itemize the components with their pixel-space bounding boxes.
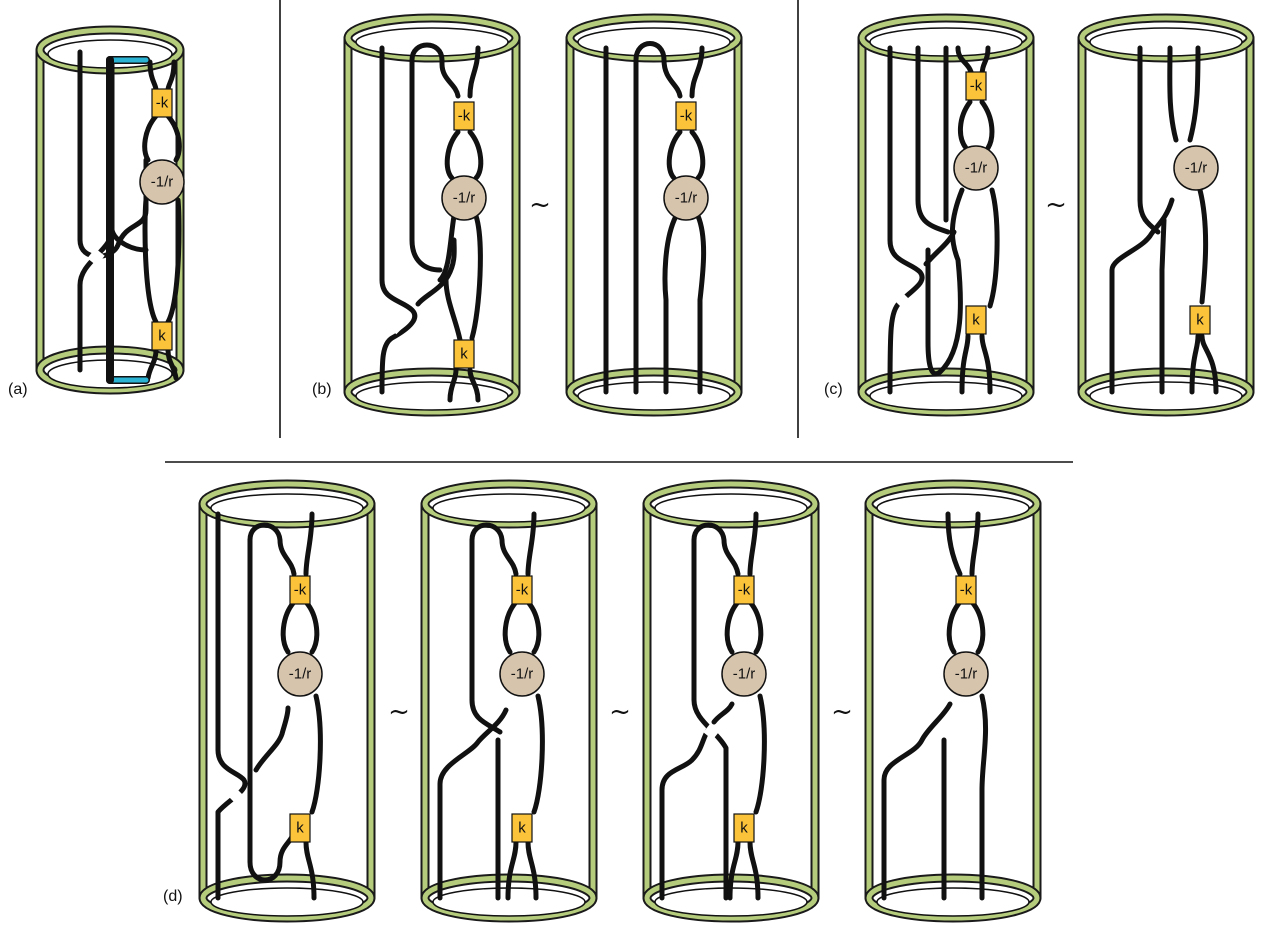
twist-box-bottom-b1-label: k bbox=[460, 346, 468, 363]
b2-s7 bbox=[698, 216, 704, 392]
twist-box-bottom-d1-label: k bbox=[296, 820, 304, 837]
rational-tangle-b1-label: -1/r bbox=[453, 190, 476, 207]
twist-box-top-d2-label: -k bbox=[516, 582, 529, 599]
twist-box-bottom-c1-label: k bbox=[972, 312, 980, 329]
bottom-inner bbox=[211, 888, 363, 916]
d-bulge-right bbox=[306, 602, 317, 652]
d3-s4 bbox=[714, 704, 732, 722]
rational-tangle-d4-label: -1/r bbox=[955, 666, 978, 683]
d-bulge-left bbox=[949, 602, 960, 652]
top-inner bbox=[1090, 28, 1242, 56]
panel-label-a: (a) bbox=[8, 381, 28, 398]
b1-bl bbox=[447, 132, 458, 178]
d-bulge-right bbox=[972, 602, 983, 652]
c2-s2 bbox=[1140, 48, 1158, 232]
d3-s1 bbox=[662, 730, 708, 898]
b2-s5 bbox=[692, 132, 703, 178]
top-inner bbox=[655, 494, 807, 522]
equivalence-d1: ~ bbox=[388, 697, 410, 727]
strand-a5 bbox=[168, 62, 174, 90]
d4-s1 bbox=[884, 704, 950, 898]
c1-s8 bbox=[982, 102, 992, 148]
b1-circ-right bbox=[472, 216, 480, 338]
cylinder-b2 bbox=[570, 18, 738, 412]
c1-s7 bbox=[960, 102, 970, 148]
rational-tangle-c1-label: -1/r bbox=[965, 160, 988, 177]
bottom-inner bbox=[877, 888, 1029, 916]
top-inner bbox=[433, 494, 585, 522]
d1-s1 bbox=[218, 514, 245, 898]
d-bulge-right bbox=[528, 602, 539, 652]
bottom-inner bbox=[578, 382, 730, 410]
d3-s2 bbox=[694, 525, 738, 574]
strand-a6 bbox=[145, 116, 156, 160]
panel-label-c: (c) bbox=[824, 381, 843, 398]
rational-tangle-d1-label: -1/r bbox=[289, 666, 312, 683]
cylinder-b1 bbox=[348, 18, 516, 412]
d1-s2 bbox=[250, 525, 294, 574]
panel-label-d: (d) bbox=[163, 888, 183, 905]
equivalence-d3: ~ bbox=[831, 697, 853, 727]
d-bulge-left bbox=[505, 602, 516, 652]
bottom-inner bbox=[356, 382, 508, 410]
strand-a8 bbox=[145, 200, 156, 322]
d-right-lower bbox=[756, 696, 764, 812]
c1-s10 bbox=[990, 190, 997, 306]
cylinder-d1 bbox=[203, 484, 371, 918]
twist-box-top-a-label: -k bbox=[156, 95, 169, 112]
twist-box-top-c1-label: -k bbox=[970, 78, 983, 95]
d-right-lower bbox=[312, 696, 320, 812]
d3-s3 bbox=[694, 540, 726, 898]
top-inner bbox=[211, 494, 363, 522]
d-right-lower bbox=[534, 696, 542, 812]
rational-tangle-c2-label: -1/r bbox=[1185, 160, 1208, 177]
tangle-labels: -k -1/r k -k -1/r k -k -1/r -k -1/r k -1/r k -k -1/r k -… bbox=[140, 72, 1218, 842]
twist-box-top-d4-label: -k bbox=[960, 582, 973, 599]
crossing-gap bbox=[92, 252, 100, 262]
crossing-gap bbox=[896, 294, 904, 302]
d2-s2 bbox=[472, 525, 516, 574]
c2-s5 bbox=[1162, 220, 1164, 392]
twist-box-top-b1-label: -k bbox=[458, 108, 471, 125]
d-bulge-left bbox=[727, 602, 738, 652]
twist-box-bottom-d2-label: k bbox=[518, 820, 526, 837]
twist-box-top-d3-label: -k bbox=[738, 582, 751, 599]
crossing-gap bbox=[392, 322, 400, 330]
rational-tangle-d2-label: -1/r bbox=[511, 666, 534, 683]
twist-box-bottom-a-label: k bbox=[158, 328, 166, 345]
crossing-gap bbox=[230, 790, 238, 798]
cylinder-d3 bbox=[647, 484, 815, 918]
d-bulge-right bbox=[750, 602, 761, 652]
rational-tangle-b2-label: -1/r bbox=[675, 190, 698, 207]
equivalence-c: ~ bbox=[1045, 190, 1067, 220]
d-right-lower bbox=[982, 696, 986, 898]
equivalence-b: ~ bbox=[529, 190, 551, 220]
twist-box-bottom-d3-label: k bbox=[740, 820, 748, 837]
rational-tangle-d3-label: -1/r bbox=[733, 666, 756, 683]
top-inner bbox=[356, 28, 508, 56]
d-bulge-left bbox=[283, 602, 294, 652]
c2-s6 bbox=[1200, 190, 1206, 302]
b1-mid2 bbox=[446, 280, 460, 340]
b1-br bbox=[470, 132, 481, 178]
top-inner bbox=[877, 494, 1029, 522]
twist-box-top-b2-label: -k bbox=[680, 108, 693, 125]
rational-tangle-a-label: -1/r bbox=[151, 174, 174, 191]
b2-s4 bbox=[669, 132, 680, 178]
twist-box-top-d1-label: -k bbox=[294, 582, 307, 599]
crossing-gap bbox=[708, 726, 716, 736]
b2-s6 bbox=[665, 216, 676, 392]
c2-s4 bbox=[1190, 48, 1198, 140]
panel-label-b: (b) bbox=[312, 381, 332, 398]
cylinder-d2 bbox=[425, 484, 593, 918]
d1-s4 bbox=[256, 708, 288, 770]
bottom-inner bbox=[870, 382, 1022, 410]
equivalence-d2: ~ bbox=[609, 697, 631, 727]
twist-box-bottom-c2-label: k bbox=[1196, 312, 1204, 329]
b1-mid bbox=[412, 60, 440, 270]
d2-s3 bbox=[472, 540, 500, 732]
